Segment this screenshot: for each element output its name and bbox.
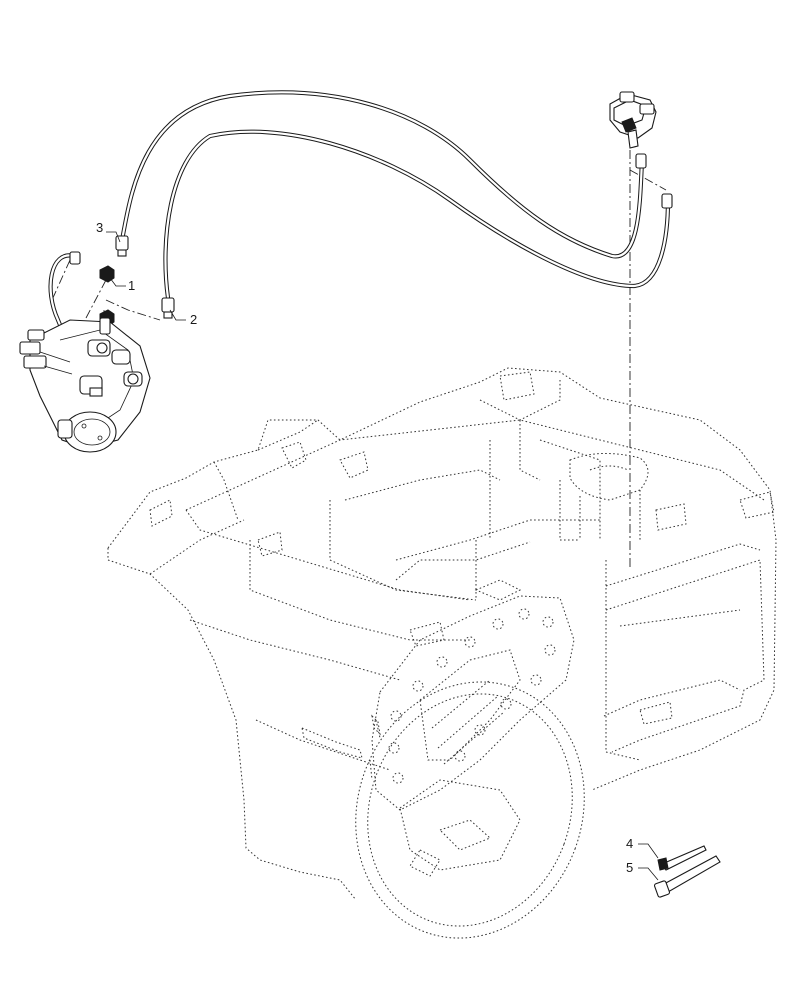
callout-labels: 3 1 2 4 5	[96, 220, 633, 875]
callout-3: 3	[96, 220, 103, 235]
callout-1: 1	[128, 278, 135, 293]
valve-block	[609, 91, 657, 149]
fittings	[69, 153, 673, 327]
callout-2: 2	[190, 312, 197, 327]
mounting-plate	[369, 595, 575, 811]
chassis-frame	[107, 367, 777, 939]
callout-leaders	[106, 231, 659, 881]
assembly-lines	[51, 150, 667, 570]
cable-ties	[653, 845, 721, 898]
callout-5: 5	[626, 860, 633, 875]
hydraulic-motor	[19, 310, 151, 453]
callout-4: 4	[626, 836, 633, 851]
